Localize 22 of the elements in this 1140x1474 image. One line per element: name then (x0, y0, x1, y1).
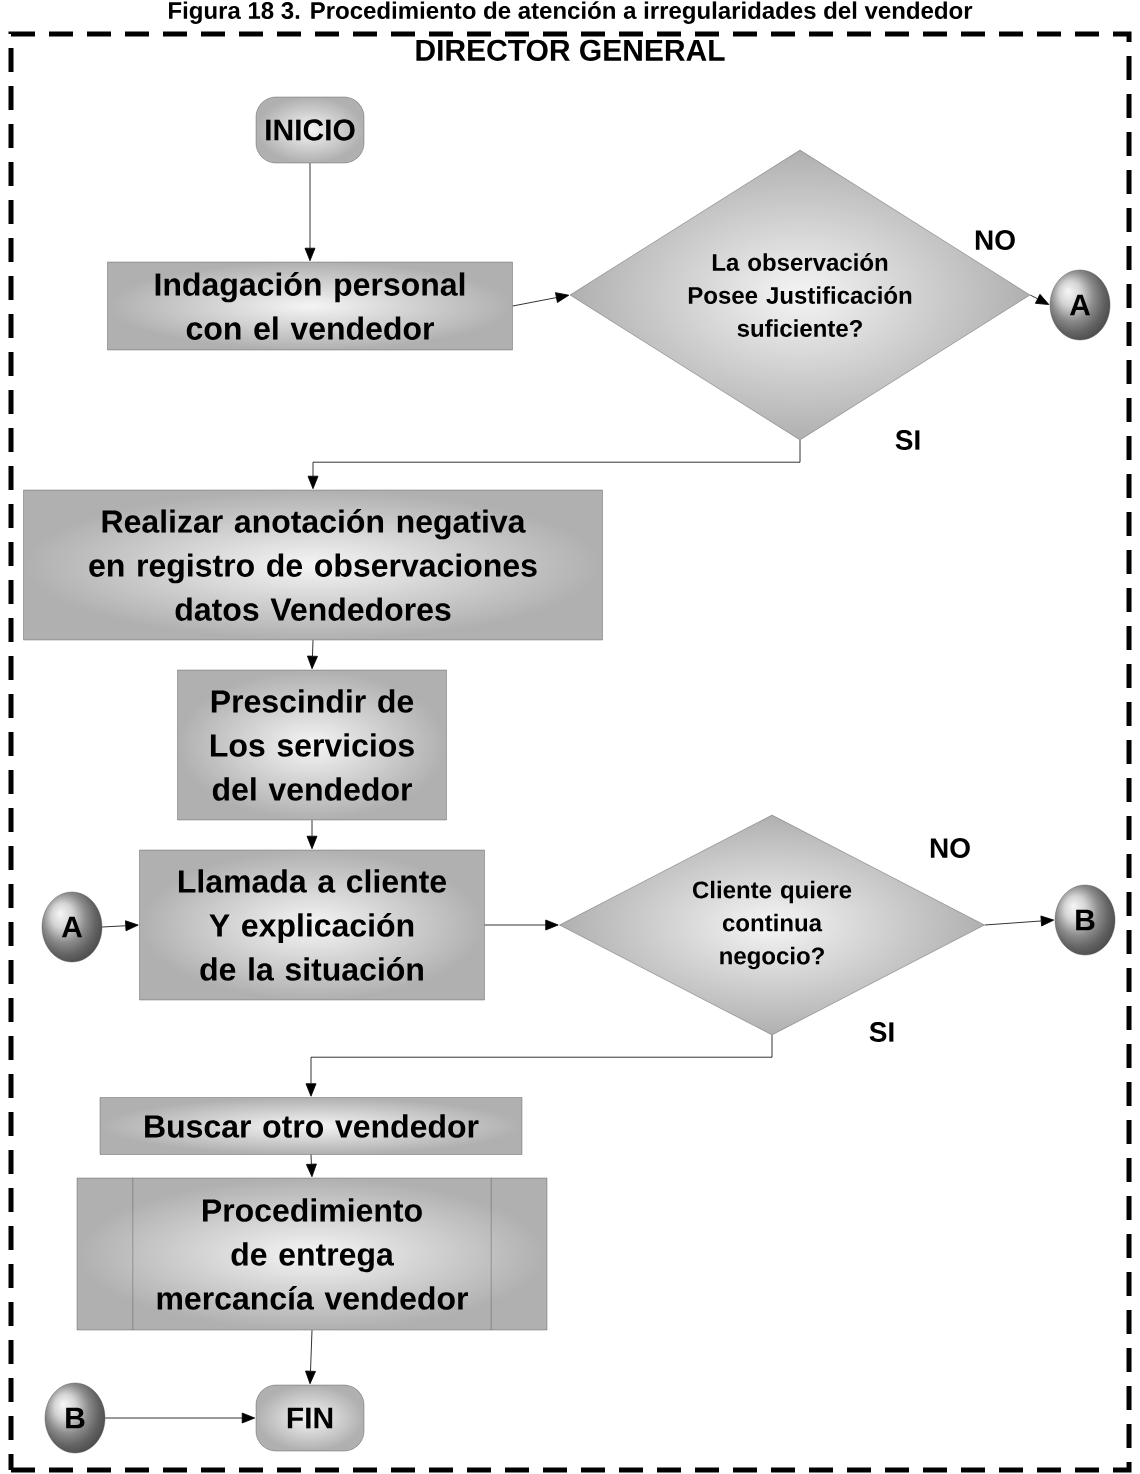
process-box: Indagación personal con el vendedor (107, 261, 513, 351)
arrow (305, 1034, 773, 1097)
arrow (512, 292, 570, 307)
arrow (306, 819, 318, 850)
process-box: Realizar anotación negativa en registro de observaciones datos Vendedores (23, 489, 603, 641)
process-box: Prescindir de Los servicios del vendedor (177, 669, 447, 821)
arrow (984, 915, 1055, 927)
arrow (307, 439, 801, 490)
arrow (101, 920, 139, 932)
process-box: Llamada a cliente Y explicación de la situación (139, 849, 485, 1001)
edge-label: NO (928, 837, 972, 859)
arrow (484, 919, 559, 931)
edge-label: NO (973, 229, 1017, 251)
process-box: Buscar otro vendedor (99, 1097, 523, 1155)
arrow (305, 1329, 316, 1385)
arrow (307, 639, 318, 670)
arrow (306, 1154, 317, 1178)
arrow (1029, 293, 1050, 305)
arrow (104, 1412, 256, 1424)
subprocess-box: Procedimiento de entrega mercancía vendedor (76, 1177, 548, 1331)
figure-title: Figura 18 3. Procedimiento de atención a irregularidades del vendedor (169, 1, 973, 24)
arrow (304, 162, 316, 262)
